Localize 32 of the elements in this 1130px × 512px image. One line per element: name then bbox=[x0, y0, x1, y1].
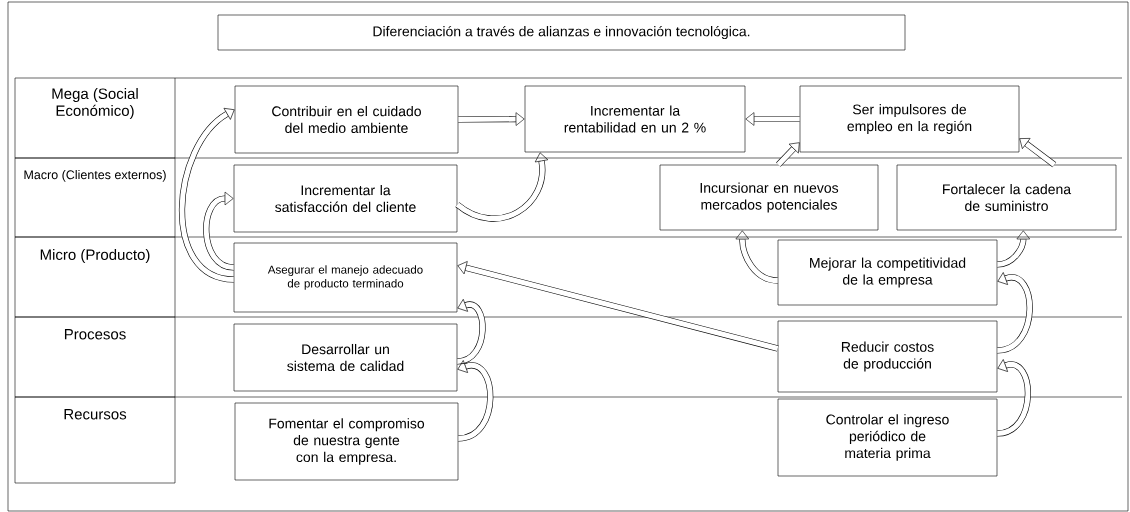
block-arrow bbox=[996, 272, 1033, 354]
objective-box: Fortalecer la cadena de suministro bbox=[896, 164, 1117, 231]
row-label-cell: Procesos bbox=[14, 316, 176, 398]
row-label-cell: Macro (Clientes externos) bbox=[14, 157, 176, 238]
objective-box: Mejorar la competitividad de la empresa bbox=[777, 239, 998, 306]
objective-box: Asegurar el manejo adecuado de producto terminado bbox=[233, 242, 458, 313]
row-label-cell: Mega (Social Económico) bbox=[14, 77, 176, 159]
block-arrow bbox=[456, 298, 486, 365]
block-arrow bbox=[458, 112, 525, 126]
objective-box: Contribuir en el cuidado del medio ambiente bbox=[234, 85, 459, 154]
block-arrow bbox=[457, 360, 494, 442]
objective-box: Ser impulsores de empleo en la región bbox=[799, 85, 1020, 153]
objective-box: Incrementar la rentabilidad en un 2 % bbox=[524, 85, 746, 153]
block-arrow bbox=[203, 191, 235, 271]
objective-box: Incrementar la satisfacción del cliente bbox=[233, 164, 458, 233]
block-arrow bbox=[1019, 138, 1057, 168]
objective-box: Reducir costos de producción bbox=[777, 320, 998, 393]
title-box: Diferenciación a través de alianzas e innovación tecnológica. bbox=[217, 14, 906, 51]
block-arrow bbox=[735, 230, 778, 284]
objective-box: Incursionar en nuevos mercados potenciales bbox=[659, 164, 879, 231]
block-arrow bbox=[455, 152, 549, 222]
block-arrow bbox=[997, 230, 1031, 268]
objective-box: Fomentar el compromiso de nuestra gente con la empresa. bbox=[234, 402, 459, 481]
block-arrow bbox=[457, 261, 779, 352]
objective-box: Desarrollar un sistema de calidad bbox=[233, 323, 458, 392]
block-arrow bbox=[745, 112, 800, 126]
block-arrow bbox=[178, 107, 235, 283]
block-arrow bbox=[996, 359, 1031, 437]
objective-box: Controlar el ingreso periódico de materia prima bbox=[777, 398, 998, 477]
block-arrow bbox=[776, 142, 800, 167]
row-label-cell: Recursos bbox=[14, 396, 176, 484]
row-label-cell: Micro (Producto) bbox=[14, 236, 176, 318]
